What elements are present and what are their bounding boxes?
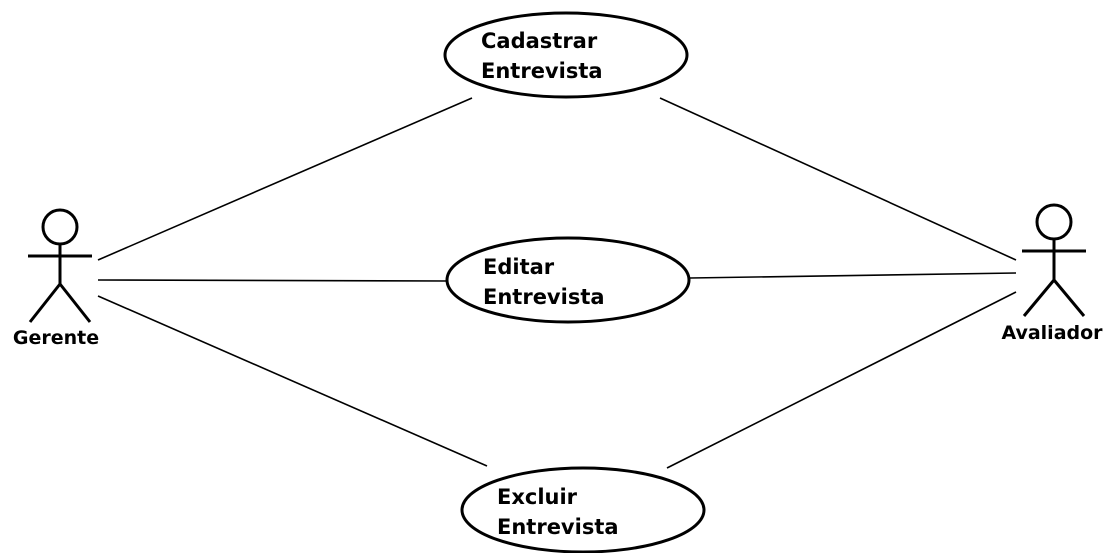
use-case-label-line-1: Excluir <box>497 485 578 509</box>
association-gerente-editar <box>97 279 449 282</box>
use-case-label-line-2: Entrevista <box>483 285 605 309</box>
association-avaliador-excluir <box>666 291 1017 469</box>
actor-avaliador: Avaliador <box>1001 203 1103 344</box>
association-avaliador-cadastrar <box>659 97 1017 261</box>
association-avaliador-editar <box>689 272 1017 279</box>
actor-label: Avaliador <box>1001 322 1103 344</box>
stick-figure-icon <box>28 208 92 323</box>
use-case-label-line-2: Entrevista <box>481 59 603 83</box>
actor-label: Gerente <box>13 327 99 349</box>
association-gerente-excluir <box>97 295 488 467</box>
use-case-label-line-2: Entrevista <box>497 515 619 539</box>
use-case-label-line-1: Cadastrar <box>481 29 598 53</box>
use-case-cadastrar-entrevista: Cadastrar Entrevista <box>443 11 689 99</box>
use-case-label-line-1: Editar <box>483 255 555 279</box>
stick-figure-icon <box>1022 203 1086 317</box>
use-case-editar-entrevista: Editar Entrevista <box>445 236 691 324</box>
actor-gerente: Gerente <box>13 208 99 349</box>
use-case-excluir-entrevista: Excluir Entrevista <box>460 466 706 553</box>
association-gerente-cadastrar <box>97 97 473 261</box>
